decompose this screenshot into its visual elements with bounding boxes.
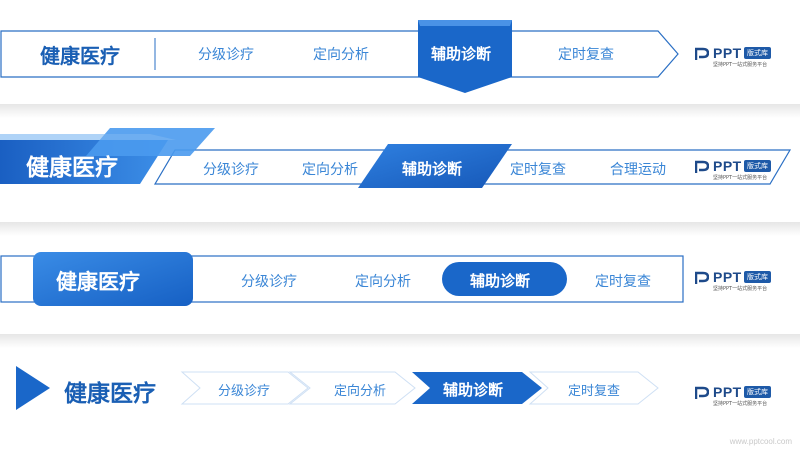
logo-icon <box>695 47 709 60</box>
tab-3-active[interactable]: 辅助诊断 <box>402 160 463 178</box>
tab-2[interactable]: 定向分析 <box>313 47 369 63</box>
brand-logo: PPT 版式库 坚持PPT一站式服务平台 <box>695 269 785 299</box>
logo-tag: 版式库 <box>744 271 771 283</box>
banner-2-frame <box>0 128 792 188</box>
tab-2[interactable]: 定向分析 <box>334 384 387 399</box>
logo-brand: PPT <box>713 45 742 61</box>
play-arrow-icon <box>16 366 50 410</box>
tab-5[interactable]: 合理运动 <box>610 162 666 178</box>
banner-4: 健康医疗 分级诊疗 定向分析 辅助诊断 定时复查 PPT 版式库 坚持PPT一站… <box>0 348 800 450</box>
tab-3-active[interactable]: 辅助诊断 <box>431 45 492 63</box>
separator <box>0 334 800 348</box>
tab-4[interactable]: 定时复查 <box>568 384 621 399</box>
tab-1[interactable]: 分级诊疗 <box>218 384 271 399</box>
tab-1[interactable]: 分级诊疗 <box>203 162 259 178</box>
page-title: 健康医疗 <box>64 381 156 407</box>
logo-brand: PPT <box>713 269 742 285</box>
page-title: 健康医疗 <box>40 44 120 68</box>
tab-2[interactable]: 定向分析 <box>355 274 411 290</box>
banner-1: 健康医疗 分级诊疗 定向分析 辅助诊断 定时复查 PPT 版式库 坚持PPT一站… <box>0 0 800 100</box>
tab-4[interactable]: 定时复查 <box>558 47 614 63</box>
logo-brand: PPT <box>713 384 742 400</box>
logo-tag: 版式库 <box>744 386 771 398</box>
logo-subtitle: 坚持PPT一站式服务平台 <box>713 62 768 68</box>
logo-brand: PPT <box>713 158 742 174</box>
active-tab-shape <box>418 20 512 93</box>
banner-3-frame <box>0 252 684 306</box>
tab-3-active[interactable]: 辅助诊断 <box>470 272 531 290</box>
separator <box>0 222 800 236</box>
logo-subtitle: 坚持PPT一站式服务平台 <box>713 286 768 292</box>
title-block <box>33 252 193 306</box>
tab-3-active[interactable]: 辅助诊断 <box>443 381 504 399</box>
banner-1-frame <box>0 20 679 93</box>
tab-2[interactable]: 定向分析 <box>302 162 358 178</box>
logo-icon <box>695 386 709 399</box>
banner-4-frame <box>16 366 659 410</box>
logo-icon <box>695 271 709 284</box>
tab-4[interactable]: 定时复查 <box>510 162 566 178</box>
logo-subtitle: 坚持PPT一站式服务平台 <box>713 175 768 181</box>
banner-2: 健康医疗 分级诊疗 定向分析 辅助诊断 定时复查 合理运动 PPT 版式库 坚持… <box>0 118 800 222</box>
brand-logo: PPT 版式库 坚持PPT一站式服务平台 <box>695 45 785 75</box>
active-tab-shape <box>358 144 512 188</box>
logo-icon <box>695 160 709 173</box>
banner-3: 健康医疗 分级诊疗 定向分析 辅助诊断 定时复查 PPT 版式库 坚持PPT一站… <box>0 236 800 336</box>
active-tab-shape <box>442 262 567 296</box>
active-tab-shape <box>412 372 542 404</box>
brand-logo: PPT 版式库 坚持PPT一站式服务平台 <box>695 158 785 188</box>
logo-tag: 版式库 <box>744 160 771 172</box>
brand-logo: PPT 版式库 坚持PPT一站式服务平台 <box>695 384 785 414</box>
tab-4[interactable]: 定时复查 <box>595 274 651 290</box>
tab-1[interactable]: 分级诊疗 <box>198 47 254 63</box>
footer-url: www.pptcool.com <box>729 437 792 446</box>
logo-subtitle: 坚持PPT一站式服务平台 <box>713 401 768 407</box>
page-title: 健康医疗 <box>56 270 140 294</box>
separator <box>0 104 800 118</box>
page-title: 健康医疗 <box>26 155 118 181</box>
tab-1[interactable]: 分级诊疗 <box>241 274 297 290</box>
logo-tag: 版式库 <box>744 47 771 59</box>
